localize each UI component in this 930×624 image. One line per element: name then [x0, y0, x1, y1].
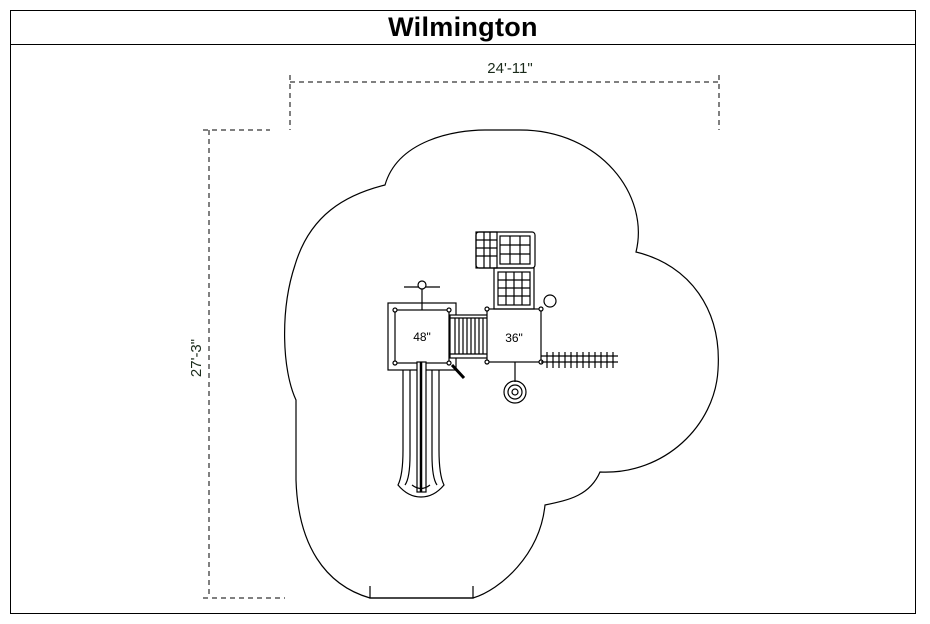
- periscope-icon: [543, 294, 557, 308]
- page-title: Wilmington: [388, 12, 538, 42]
- deck-36: [486, 308, 542, 363]
- chain-climber: [541, 352, 618, 368]
- roof-panel: [475, 231, 536, 269]
- drawing-frame: Wilmington: [10, 10, 916, 614]
- width-dimension: [289, 75, 720, 130]
- width-dimension-label: 24'-11": [487, 60, 532, 77]
- spinner-icon: [503, 362, 527, 404]
- play-structure: [387, 231, 618, 498]
- use-zone-bottom-tab: [369, 586, 474, 599]
- steering-wheel-icon: [404, 280, 440, 310]
- use-zone-outline: [284, 129, 719, 599]
- depth-dimension: [203, 129, 285, 599]
- access-rail: [450, 363, 466, 380]
- deck-36-label: 36": [505, 331, 523, 345]
- bridge-walk: [449, 314, 489, 359]
- climber-panel: [493, 267, 535, 310]
- deck-48-label: 48": [413, 330, 431, 344]
- depth-dimension-label: 27'-3": [188, 339, 205, 377]
- slide: [397, 361, 445, 498]
- title-bar: Wilmington: [11, 11, 915, 45]
